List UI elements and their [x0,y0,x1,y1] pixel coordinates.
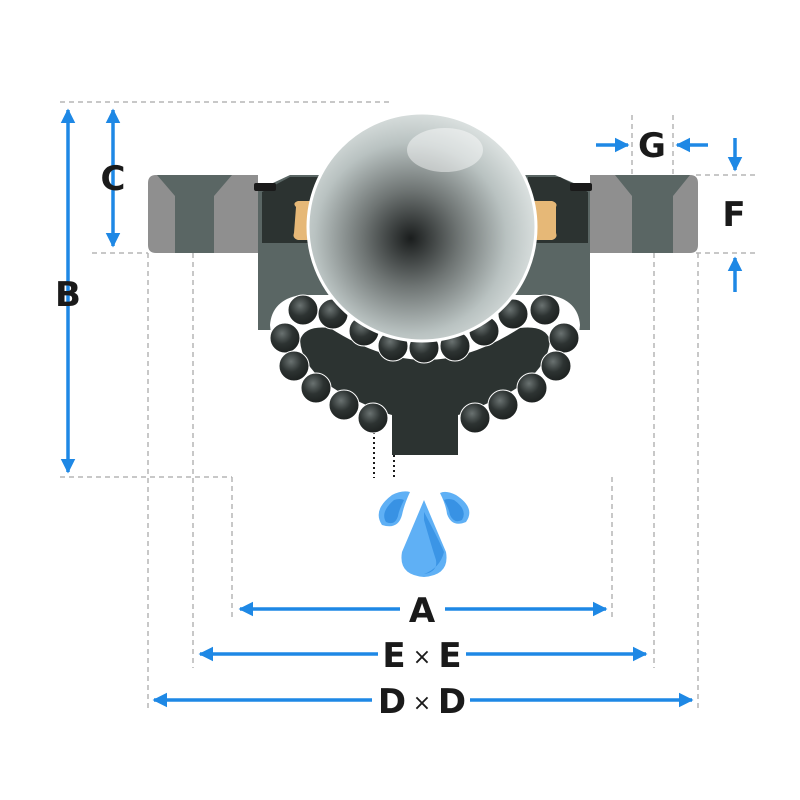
dimension-labels: B C G F A E × E D × D [55,126,746,722]
label-a: A [409,591,436,631]
label-e-second: E [438,636,461,676]
label-d-second: D [438,682,466,722]
label-c: C [101,159,126,199]
label-e-first: E [382,636,405,676]
label-d-times: × [413,691,431,716]
label-e-times: × [413,645,431,670]
right-mounting-hole [615,175,690,253]
ball-cup [300,327,550,455]
main-ball [306,111,538,343]
label-g: G [638,126,666,166]
dimension-arrows [60,108,743,708]
label-b: B [55,275,81,315]
label-d-first: D [378,682,406,722]
guide-lines [60,101,756,712]
label-f: F [722,195,745,235]
left-mounting-hole [157,175,232,253]
water-drops-icon [378,491,470,577]
seal-right [532,201,557,240]
